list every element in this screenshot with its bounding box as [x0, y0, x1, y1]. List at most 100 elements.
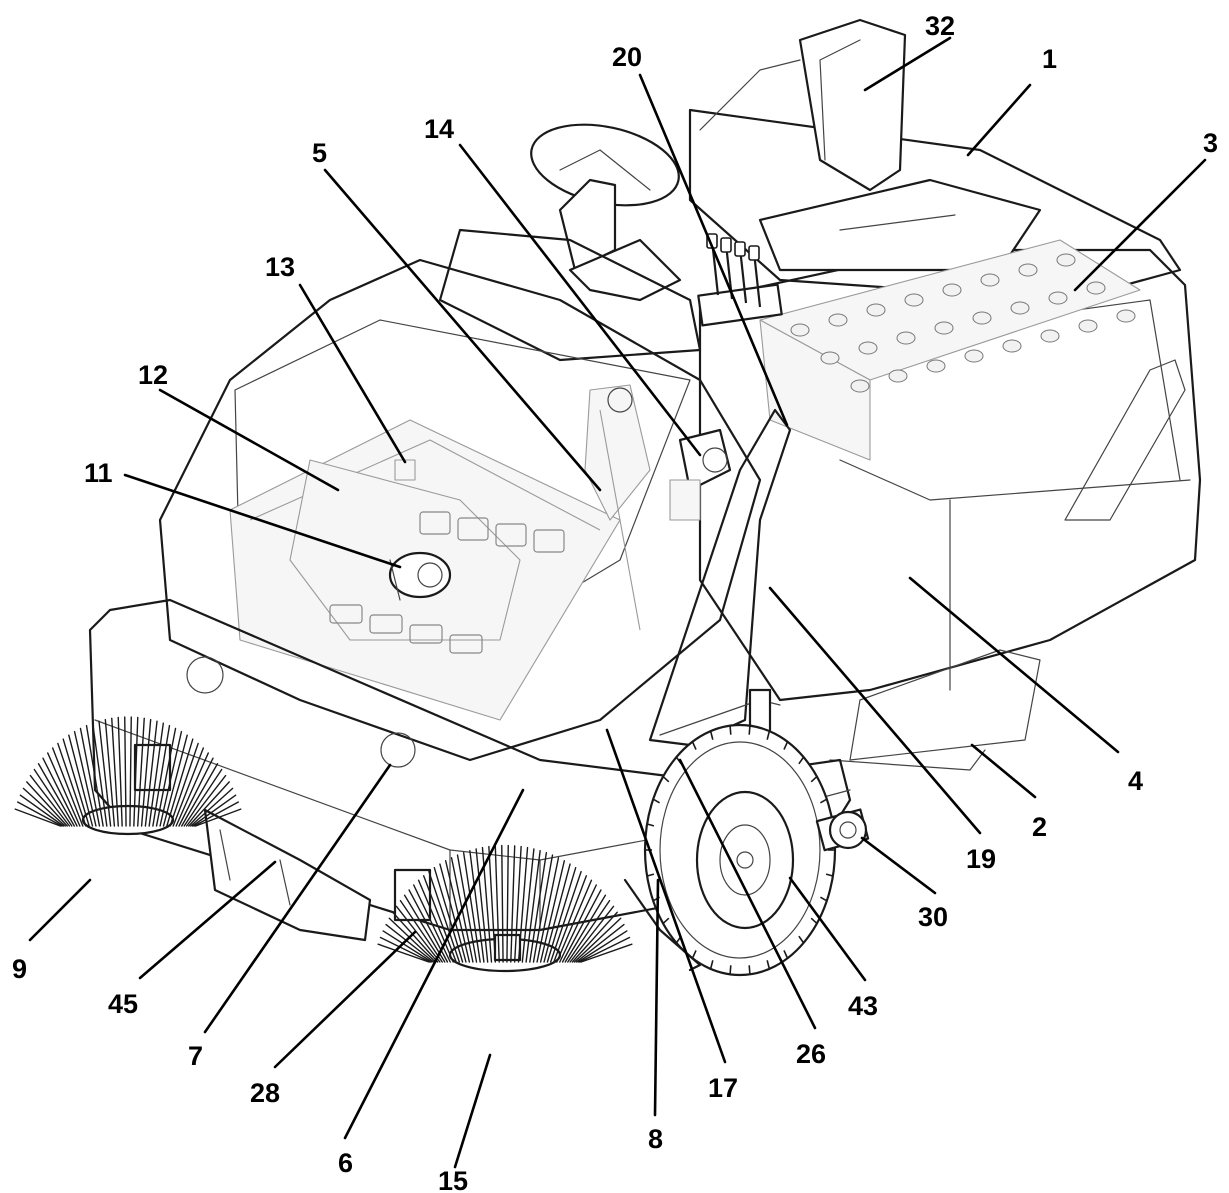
leader-3 — [1073, 158, 1207, 292]
lever-knob — [748, 245, 760, 261]
battery-cell-cap — [926, 359, 946, 373]
callout-20: 20 — [612, 42, 642, 72]
steering — [438, 123, 702, 362]
bristle — [428, 870, 461, 963]
tread-mark — [729, 725, 732, 735]
battery-cell-cap — [1086, 281, 1106, 295]
bristle — [413, 884, 451, 963]
lever-knob — [734, 241, 746, 257]
callout-9: 9 — [12, 954, 27, 984]
callout-28: 28 — [250, 1078, 280, 1108]
leader-4 — [908, 576, 1120, 754]
bristle — [172, 747, 205, 827]
bristle — [190, 787, 234, 827]
tread-mark — [646, 873, 655, 877]
leader-2 — [970, 743, 1037, 799]
dust-tray — [203, 808, 372, 942]
callout-14: 14 — [424, 114, 454, 144]
battery-cell-cap — [1018, 263, 1038, 277]
battery-cell-cap — [828, 313, 848, 327]
bristle — [577, 930, 628, 963]
leader-43 — [788, 876, 867, 982]
bristle — [529, 852, 548, 963]
battery-cell-cap — [942, 283, 962, 297]
callout-26: 26 — [796, 1039, 826, 1069]
leader-15 — [453, 1053, 492, 1169]
bristle — [104, 718, 116, 827]
leader-9 — [28, 878, 92, 942]
bristle — [193, 801, 240, 827]
bristle — [148, 722, 165, 827]
battery-cell-cap — [896, 331, 916, 345]
pump-unit — [815, 808, 870, 852]
bristle — [385, 923, 435, 963]
bristle — [68, 734, 94, 827]
tread-mark — [729, 965, 732, 975]
bristle — [133, 716, 139, 827]
bristle — [169, 742, 199, 827]
leader-20 — [638, 73, 789, 427]
tread-mark — [810, 917, 818, 925]
lever-shaft — [752, 251, 762, 308]
bristle — [569, 905, 615, 963]
bristle — [543, 863, 571, 963]
battery-cell-cap — [850, 379, 870, 393]
operator-seat — [688, 18, 1182, 302]
bristle — [111, 717, 119, 827]
tread-mark — [709, 730, 714, 740]
bristle — [546, 866, 577, 963]
callout-5: 5 — [312, 138, 327, 168]
bristle — [124, 716, 127, 827]
bristle — [501, 844, 504, 963]
tread-mark — [709, 960, 714, 970]
bristle — [567, 899, 611, 963]
bristle — [194, 808, 242, 827]
bristle — [382, 930, 433, 963]
leader-5 — [323, 168, 602, 492]
battery-cell-cap — [980, 273, 1000, 287]
vacuum-motor — [669, 428, 732, 521]
bristle — [377, 943, 430, 963]
bristle — [14, 808, 62, 827]
leader-26 — [678, 758, 817, 1030]
battery-cell-cap — [1002, 339, 1022, 353]
bristle — [185, 774, 227, 827]
lever-knob — [720, 237, 732, 253]
lever-shaft — [738, 247, 748, 304]
bristle — [553, 875, 588, 963]
filter-slot — [495, 523, 527, 547]
bristle — [399, 899, 443, 963]
bristle — [175, 752, 209, 827]
battery-cell-cap — [1048, 291, 1068, 305]
battery-cell-cap — [1040, 329, 1060, 343]
bristle — [392, 911, 439, 963]
callout-17: 17 — [708, 1073, 738, 1103]
bristle — [559, 884, 597, 963]
leader-32 — [863, 36, 952, 92]
bristle — [47, 752, 81, 827]
tread-mark — [748, 965, 751, 975]
bristle — [37, 763, 76, 827]
bristle — [33, 768, 73, 827]
leader-lines — [28, 36, 1207, 1169]
filter-slot — [457, 517, 489, 541]
callout-19: 19 — [966, 844, 996, 874]
tread-mark — [825, 873, 834, 877]
front-side-brush — [377, 844, 633, 973]
bristle — [91, 722, 108, 827]
filter-assembly — [289, 459, 565, 654]
bristle — [556, 879, 593, 963]
leader-19 — [768, 586, 982, 835]
filter-slot — [369, 614, 403, 634]
bristle — [388, 917, 437, 963]
battery-cell-cap — [972, 311, 992, 325]
bristle — [188, 781, 230, 827]
bristle — [29, 774, 71, 827]
tread-mark — [766, 960, 771, 970]
battery-cell-cap — [1116, 309, 1136, 323]
bristle — [137, 717, 145, 827]
bristle — [73, 730, 97, 827]
bristle — [488, 845, 497, 963]
